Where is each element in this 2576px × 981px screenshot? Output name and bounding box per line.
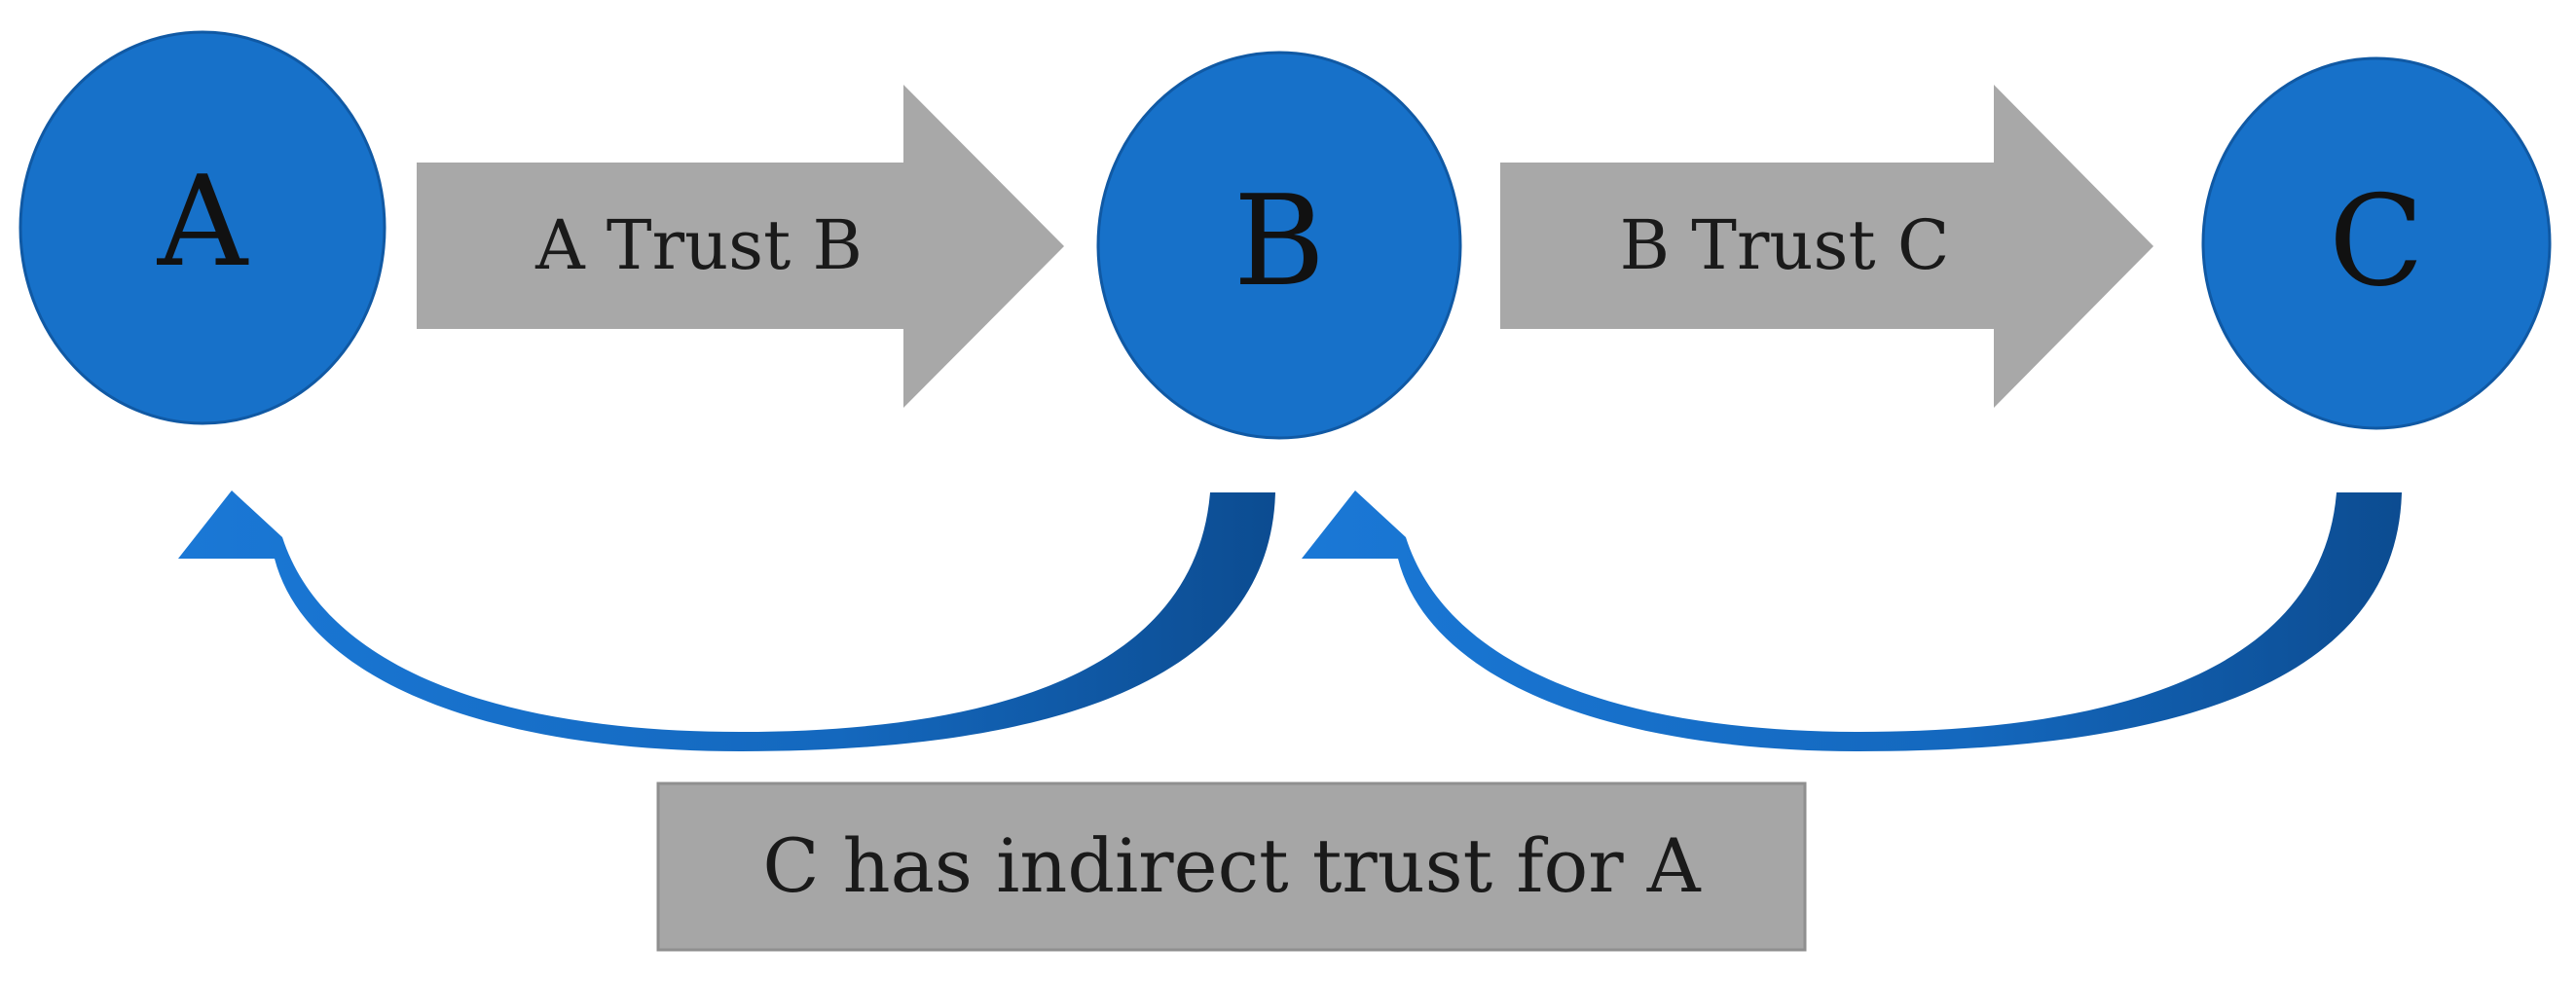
arrow-b-to-c: B Trust C [1500, 85, 2153, 408]
node-b-circle [1096, 51, 1462, 440]
arrow-a-to-b: A Trust B [417, 85, 1064, 408]
node-a-label: A [157, 150, 249, 295]
arrow-a-to-b-label: A Trust B [534, 205, 863, 285]
node-c-label: C [2329, 169, 2424, 314]
node-b: B [1096, 51, 1462, 440]
node-c-circle [2201, 56, 2552, 430]
curved-arrow-c-to-b [1302, 490, 2402, 751]
gray-arrow-shape [417, 85, 1064, 408]
conclusion-box-rect [656, 781, 1807, 952]
node-b-label: B [1233, 169, 1325, 314]
node-c: C [2201, 56, 2552, 430]
node-a: A [18, 30, 386, 425]
gray-arrow-shape [1500, 85, 2153, 408]
arrow-b-to-c-label: B Trust C [1620, 205, 1950, 285]
conclusion-label: C has indirect trust for A [762, 822, 1701, 909]
node-a-circle [18, 30, 386, 425]
conclusion-box: C has indirect trust for A [656, 781, 1807, 952]
curved-arrow-b-to-a [178, 490, 1275, 751]
